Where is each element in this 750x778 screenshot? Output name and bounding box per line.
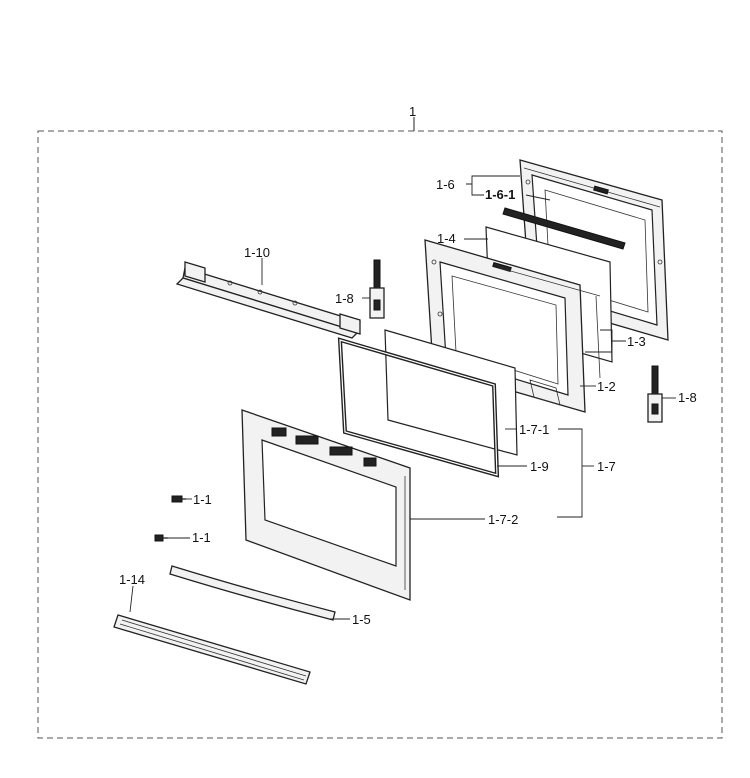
part-1-5-handle bbox=[169, 565, 336, 621]
label-1-4: 1-4 bbox=[437, 231, 456, 246]
label-1-8-right: 1-8 bbox=[678, 390, 697, 405]
label-1-6-1: 1-6-1 bbox=[485, 187, 515, 202]
label-1-9: 1-9 bbox=[530, 459, 549, 474]
label-1-1-a: 1-1 bbox=[193, 492, 212, 507]
assembly-boundary bbox=[37, 130, 723, 739]
part-1-9-seal bbox=[337, 337, 500, 478]
leader-lines bbox=[129, 175, 676, 620]
part-1-8-hinge-left bbox=[369, 259, 385, 319]
label-1-10: 1-10 bbox=[244, 245, 270, 260]
part-1-8-hinge-right bbox=[647, 365, 663, 423]
label-1-1-b: 1-1 bbox=[192, 530, 211, 545]
label-1-8-left: 1-8 bbox=[335, 291, 354, 306]
part-1-1-screw-a bbox=[171, 495, 186, 503]
part-1-3-gasket bbox=[499, 267, 601, 379]
label-1-14: 1-14 bbox=[119, 572, 145, 587]
part-1-10-bracket bbox=[175, 261, 361, 339]
part-1-7-2-outer-door bbox=[241, 409, 411, 601]
part-1-14-trim bbox=[113, 614, 311, 685]
label-1-6: 1-6 bbox=[436, 177, 455, 192]
label-1-3: 1-3 bbox=[627, 334, 646, 349]
label-1-5: 1-5 bbox=[352, 612, 371, 627]
part-1-6-1-bar bbox=[502, 207, 626, 250]
label-1-2: 1-2 bbox=[597, 379, 616, 394]
label-1-7: 1-7 bbox=[597, 459, 616, 474]
label-1-7-2: 1-7-2 bbox=[488, 512, 518, 527]
label-1-7-1: 1-7-1 bbox=[519, 422, 549, 437]
assembly-label: 1 bbox=[409, 104, 416, 119]
part-1-1-screw-b bbox=[154, 534, 168, 542]
